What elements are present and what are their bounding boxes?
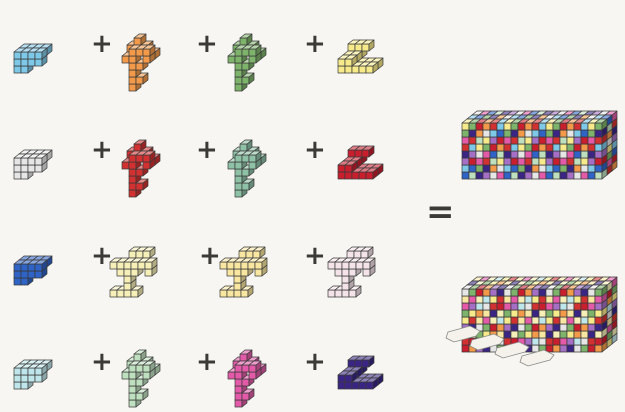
tall-twisted-piece	[228, 140, 266, 197]
tall-twisted-piece	[122, 34, 160, 91]
tall-twisted-piece	[228, 350, 266, 407]
plus-sign: +	[199, 243, 221, 269]
flat-step-piece	[338, 40, 383, 73]
flat-step-piece	[338, 356, 383, 389]
l-tromino-cube-piece	[14, 150, 52, 179]
plus-sign: +	[91, 349, 113, 375]
wide-cross-piece	[220, 247, 267, 297]
flat-step-piece	[338, 146, 383, 179]
l-tromino-cube-piece	[14, 256, 52, 285]
plus-sign: +	[304, 31, 326, 57]
plus-sign: +	[304, 243, 326, 269]
tall-twisted-piece	[122, 140, 160, 197]
assembled-block-top	[462, 111, 617, 179]
wide-cross-piece	[328, 247, 375, 297]
plus-sign: +	[196, 137, 218, 163]
equals-sign: =	[426, 195, 455, 229]
plus-sign: +	[91, 31, 113, 57]
tall-twisted-piece	[228, 34, 266, 91]
l-tromino-cube-piece	[14, 360, 52, 389]
l-tromino-cube-piece	[14, 44, 52, 73]
base-tab	[520, 350, 554, 366]
plus-sign: +	[91, 137, 113, 163]
tall-twisted-piece	[122, 350, 160, 407]
plus-sign: +	[91, 243, 113, 269]
plus-sign: +	[196, 349, 218, 375]
plus-sign: +	[304, 349, 326, 375]
wide-cross-piece	[110, 247, 157, 297]
plus-sign: +	[196, 31, 218, 57]
plus-sign: +	[304, 137, 326, 163]
